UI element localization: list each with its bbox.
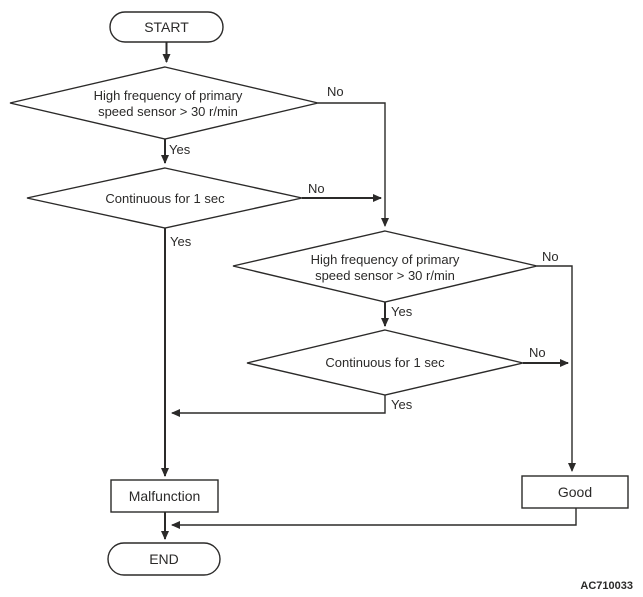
end-node	[107, 542, 221, 576]
decision1-node	[9, 66, 319, 140]
good-node	[521, 475, 629, 509]
decision2-yes-label: Yes	[170, 234, 192, 249]
figure-code: AC710033	[580, 580, 633, 592]
end-label: END	[149, 551, 179, 567]
decision2-no-label: No	[308, 181, 325, 196]
decision1-label-line2: speed sensor > 30 r/min	[98, 104, 238, 119]
decision2-label: Continuous for 1 sec	[105, 191, 225, 206]
edge-good-to-end	[171, 508, 577, 529]
decision4-yes-label: Yes	[391, 397, 413, 412]
edge-decision1-no	[318, 102, 389, 227]
decision3-label-line2: speed sensor > 30 r/min	[315, 268, 455, 283]
edge-decision4-yes	[171, 395, 386, 417]
good-label: Good	[558, 484, 592, 500]
decision3-yes-label: Yes	[391, 304, 413, 319]
edge-decision3-no-to-good	[537, 265, 576, 472]
decision1-yes-label: Yes	[169, 142, 191, 157]
decision3-node	[232, 230, 538, 303]
decision3-label-line1: High frequency of primary	[311, 252, 460, 267]
decision1-no-label: No	[327, 84, 344, 99]
decision3-no-label: No	[542, 249, 559, 264]
decision2-node	[26, 167, 303, 229]
decision1-label-line1: High frequency of primary	[94, 88, 243, 103]
malfunction-label: Malfunction	[129, 488, 201, 504]
decision4-label: Continuous for 1 sec	[325, 355, 445, 370]
start-node	[109, 11, 224, 43]
decision4-no-label: No	[529, 345, 546, 360]
start-label: START	[144, 19, 189, 35]
decision4-node	[246, 329, 524, 396]
malfunction-node	[110, 479, 219, 513]
